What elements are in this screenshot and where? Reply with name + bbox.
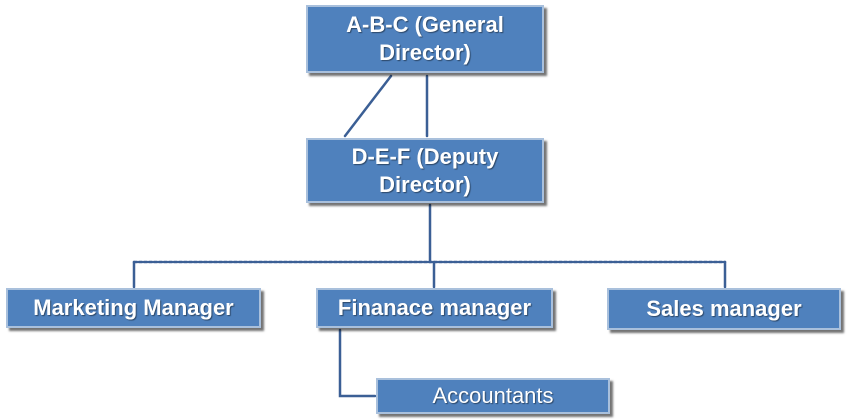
deputy-director-box: D-E-F (Deputy Director) xyxy=(306,138,544,203)
accountants-label: Accountants xyxy=(432,383,554,408)
connector-gd-dd-diagonal xyxy=(343,74,393,138)
finance-manager-box: Finanace manager xyxy=(316,288,553,328)
deputy-director-label-line2: Director) xyxy=(379,171,471,197)
marketing-manager-box: Marketing Manager xyxy=(6,288,261,328)
general-director-box: A-B-C (General Director) xyxy=(306,5,544,73)
sales-manager-label: Sales manager xyxy=(646,296,802,321)
finance-manager-label: Finanace manager xyxy=(337,295,532,320)
connector-finance-accountants xyxy=(338,328,377,398)
general-director-label-line2: Director) xyxy=(379,40,471,65)
deputy-director-label-line1: D-E-F (Deputy xyxy=(351,143,499,169)
general-director-label-line1: A-B-C (General xyxy=(346,12,504,37)
marketing-manager-label: Marketing Manager xyxy=(33,295,234,320)
sales-manager-box: Sales manager xyxy=(607,288,841,330)
accountants-box: Accountants xyxy=(376,378,610,414)
